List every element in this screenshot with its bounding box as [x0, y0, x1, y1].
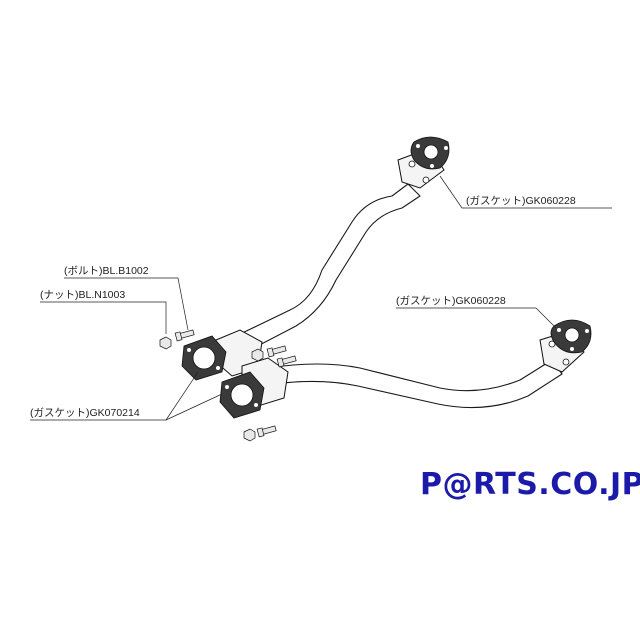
right-gasket	[550, 319, 592, 354]
left-upper-gasket	[181, 335, 227, 381]
nuts	[159, 336, 264, 442]
bolt-label: (ボルト)BL.B1002	[64, 265, 149, 277]
gasket-left-label: (ガスケット)GK070214	[30, 407, 140, 419]
leader-lines	[30, 175, 612, 421]
upper-pipe	[231, 183, 421, 353]
gasket-right-label: (ガスケット)GK060228	[396, 295, 506, 307]
parts-logo: P@RTS.CO.JP	[420, 467, 640, 502]
gasket-top-label: (ガスケット)GK060228	[466, 195, 576, 207]
left-lower-gasket	[219, 371, 265, 419]
top-right-gasket	[410, 136, 450, 170]
nut-label: (ナット)BL.N1003	[40, 289, 125, 301]
lower-pipe	[267, 359, 563, 409]
bolts	[174, 329, 297, 438]
